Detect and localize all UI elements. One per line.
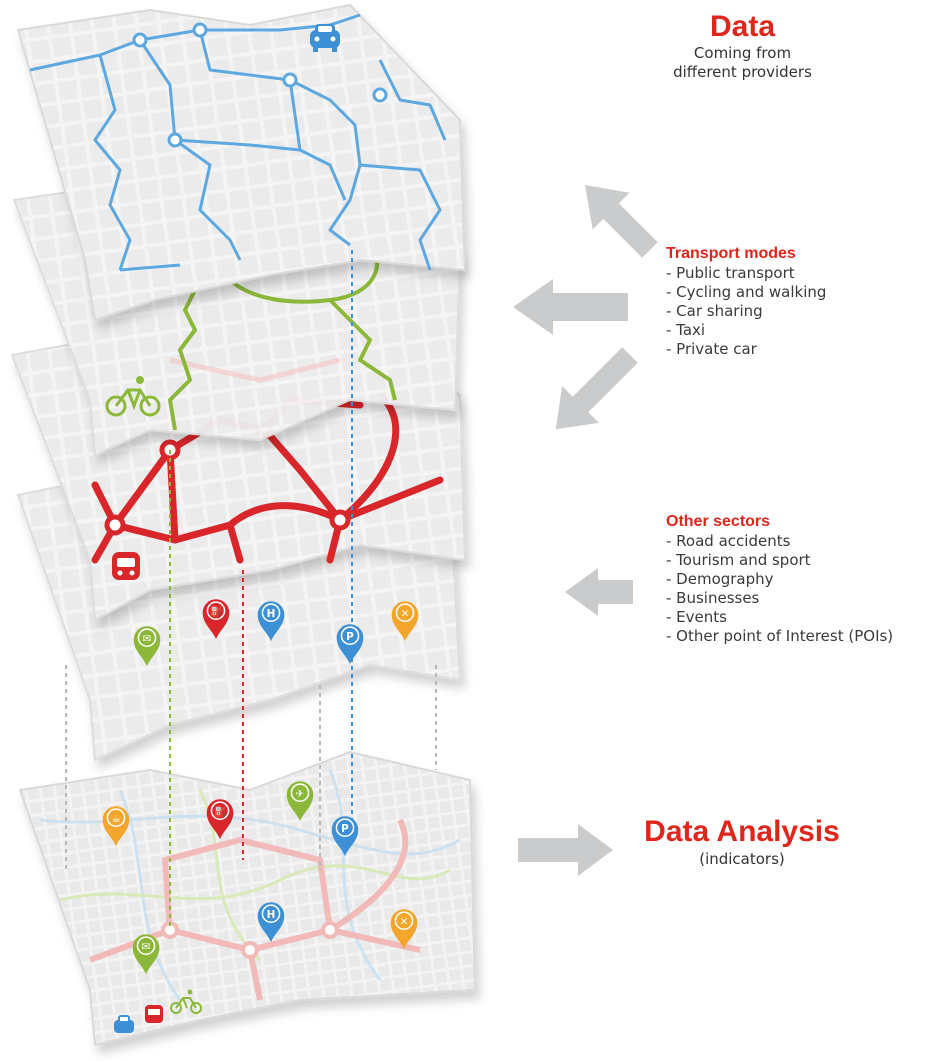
list-item: - Other point of Interest (POIs) [666, 627, 894, 645]
transport-modes-block: Transport modes - Public transport - Cyc… [666, 244, 826, 359]
arrow-left-sectors [565, 568, 633, 616]
analysis-map-layer [18, 750, 477, 1047]
list-item: - Car sharing [666, 302, 763, 320]
car-map-layer [16, 3, 467, 322]
transport-modes-list: - Public transport - Cycling and walking… [666, 264, 826, 359]
bus-icon [145, 1005, 163, 1023]
list-item: - Taxi [666, 321, 706, 339]
arrows [513, 184, 658, 876]
arrow-left-transport [513, 279, 628, 335]
svg-text:✉: ✉ [142, 941, 151, 953]
car-icon [114, 1015, 134, 1033]
arrow-down-left [555, 347, 638, 430]
svg-text:P: P [341, 823, 349, 835]
arrow-up-left [584, 184, 658, 258]
svg-text:☕: ☕ [111, 813, 120, 825]
list-item: - Tourism and sport [666, 551, 811, 569]
list-item: - Events [666, 608, 727, 626]
parking-icon: P [331, 816, 359, 857]
data-analysis-subtitle: (indicators) [699, 850, 785, 868]
bicycle-icon [170, 989, 202, 1014]
data-heading-block: Data Coming from different providers [650, 10, 835, 82]
bicycle-icon [105, 376, 161, 417]
list-item: - Businesses [666, 589, 760, 607]
parking-icon: P [336, 624, 364, 665]
arrow-right-analysis [518, 824, 613, 876]
hospital-icon: H [257, 902, 285, 943]
other-sectors-title: Other sectors [666, 513, 771, 530]
poi-pins-top: ✉ ⛽ H P ✕ [133, 599, 419, 667]
other-sectors-list: - Road accidents - Tourism and sport - D… [666, 532, 893, 646]
data-analysis-block: Data Analysis (indicators) [628, 814, 856, 869]
airport-icon: ✈ [286, 781, 314, 822]
data-title: Data [709, 10, 776, 43]
svg-text:H: H [267, 608, 276, 620]
mail-icon: ✉ [133, 626, 161, 667]
coffee-icon: ☕ [102, 806, 130, 847]
data-subtitle-line2: different providers [673, 63, 812, 81]
list-item: - Road accidents [666, 532, 791, 550]
svg-text:✕: ✕ [400, 916, 409, 928]
svg-text:⛽: ⛽ [214, 805, 227, 818]
layer-connectors [65, 250, 437, 930]
list-item: - Public transport [666, 264, 795, 282]
list-item: - Demography [666, 570, 774, 588]
svg-text:✈: ✈ [296, 788, 305, 800]
data-analysis-title: Data Analysis [644, 815, 840, 848]
list-item: - Private car [666, 340, 757, 358]
mail-icon: ✉ [132, 934, 160, 975]
car-icon [310, 24, 340, 52]
svg-text:P: P [346, 631, 354, 643]
hospital-icon: H [257, 601, 285, 642]
svg-text:⛽: ⛽ [210, 605, 223, 618]
svg-text:H: H [267, 909, 276, 921]
data-subtitle-line1: Coming from [693, 44, 792, 62]
poi-pins-bottom: ☕ ⛽ ✈ P H ✕ ✉ [102, 781, 418, 975]
svg-text:✉: ✉ [143, 633, 152, 645]
transport-modes-title: Transport modes [666, 245, 796, 262]
restaurant-icon: ✕ [391, 601, 419, 642]
svg-text:✕: ✕ [401, 608, 410, 620]
restaurant-icon: ✕ [390, 909, 418, 950]
other-sectors-block: Other sectors - Road accidents - Tourism… [666, 512, 893, 646]
fuel-icon: ⛽ [206, 799, 234, 840]
bus-icon [112, 552, 140, 580]
list-item: - Cycling and walking [666, 283, 827, 301]
fuel-icon: ⛽ [202, 599, 230, 640]
